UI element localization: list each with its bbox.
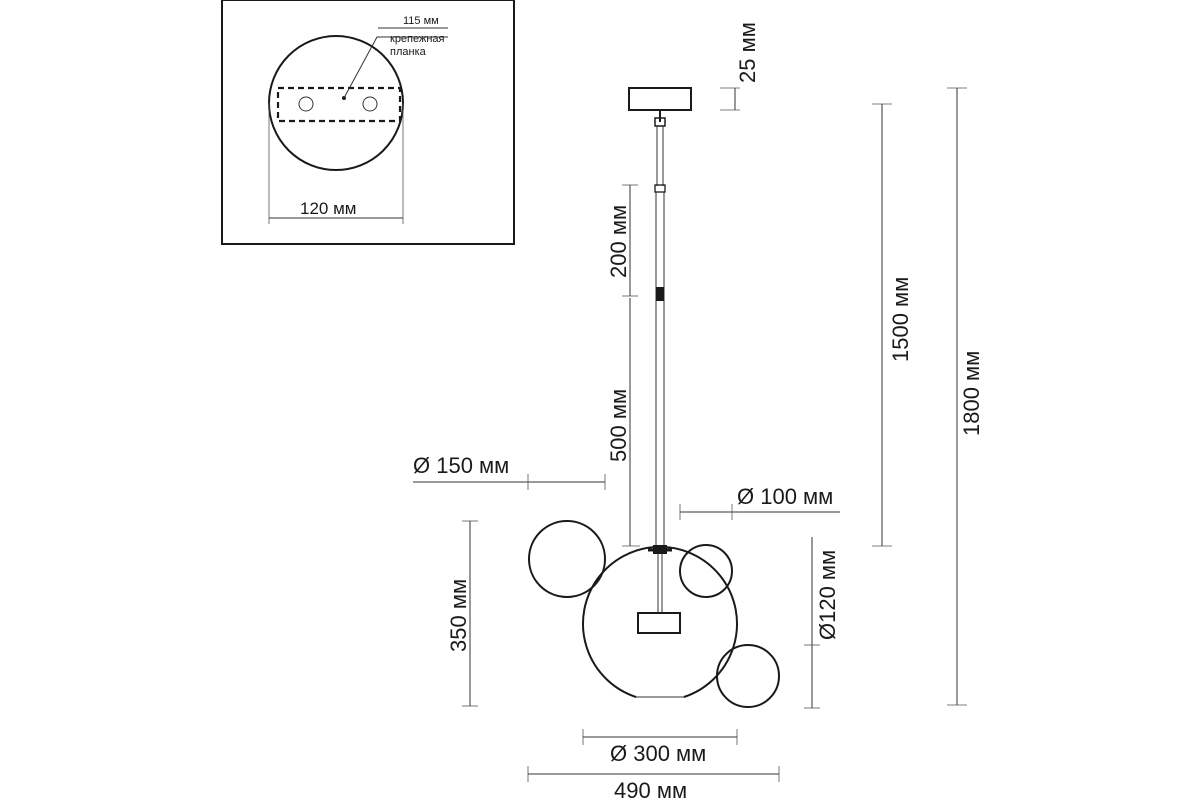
mounting-plate-outline: [276, 86, 402, 123]
sphere-100-label: Ø 100 мм: [737, 484, 833, 509]
shade-height-label: 350 мм: [446, 579, 471, 652]
dimension-lines: 25 мм 200 мм 500 мм 1500 мм 1800 мм Ø 15…: [413, 22, 984, 800]
rod-fitting-top: [654, 117, 666, 127]
canopy-diameter-label: 120 мм: [300, 199, 356, 218]
canopy-height-label: 25 мм: [735, 22, 760, 83]
sphere-150: [528, 520, 606, 598]
canopy: [628, 87, 692, 111]
sphere-120-label: Ø120 мм: [815, 550, 840, 640]
mounting-hole-right: [362, 96, 378, 112]
sphere-120: [716, 644, 780, 708]
main-sphere: [582, 545, 738, 698]
mount-detail-inset: 115 мм крепежная планка 120 мм: [221, 0, 515, 245]
lamp-holder: [637, 612, 681, 634]
lamp-elevation: [528, 87, 780, 708]
rod-upper-label: 200 мм: [606, 205, 631, 278]
plate-label-line1: крепежная: [390, 33, 445, 45]
height-1800-label: 1800 мм: [959, 351, 984, 436]
canopy-plan-circle: [268, 35, 404, 171]
inset-frame: [221, 0, 515, 245]
sphere-150-label: Ø 150 мм: [413, 453, 509, 478]
height-1500-label: 1500 мм: [888, 277, 913, 362]
rod-coupling: [654, 184, 666, 193]
plate-label-line2: планка: [390, 46, 427, 58]
total-width-label: 490 мм: [614, 778, 687, 800]
plate-leader-line: [343, 36, 448, 99]
rod-joint: [656, 287, 664, 301]
sphere-100: [679, 544, 733, 598]
rod-lower-label: 500 мм: [606, 389, 631, 462]
main-sphere-label: Ø 300 мм: [610, 741, 706, 766]
mounting-hole-left: [298, 96, 314, 112]
plate-length-label: 115 мм: [403, 15, 439, 27]
